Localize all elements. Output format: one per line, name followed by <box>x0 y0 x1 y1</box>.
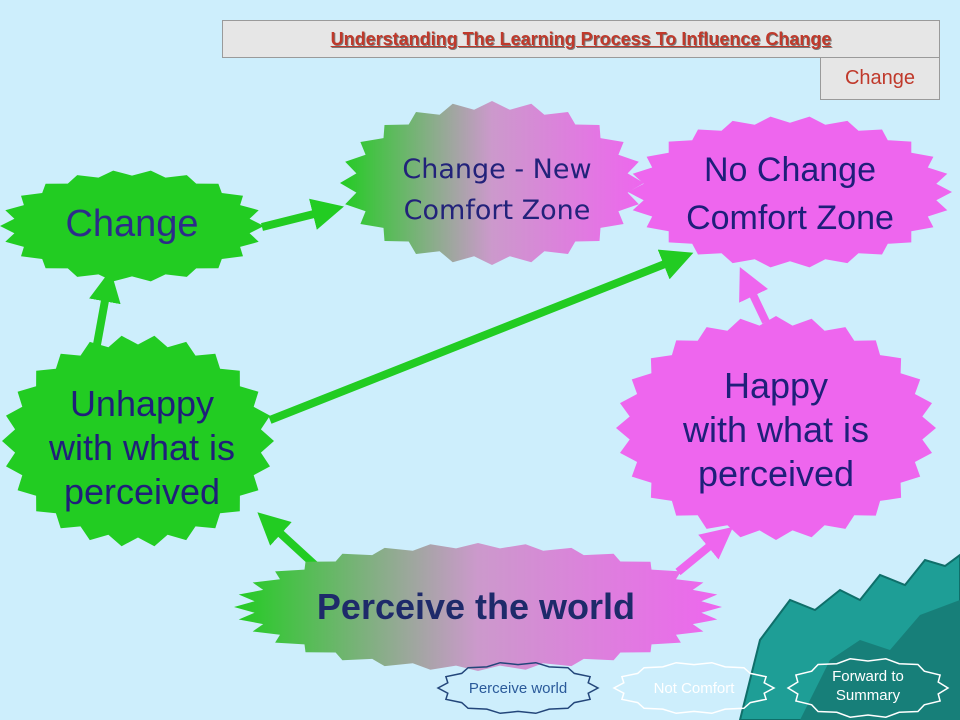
arrow-unhappy-to-change <box>89 269 121 351</box>
node-no-change-burst <box>628 116 952 268</box>
arrow-unhappy-to-nochange <box>268 249 694 424</box>
node-change-new-burst <box>340 101 644 265</box>
not-comfort-label[interactable]: Not Comfort <box>653 680 735 697</box>
arrow-change-to-new <box>261 198 344 231</box>
section-label: Change <box>820 57 940 100</box>
forward-line1[interactable]: Forward to <box>832 668 904 685</box>
forward-to-summary-label[interactable]: Forward to Summary <box>798 668 938 706</box>
node-happy-burst <box>616 316 936 540</box>
not-comfort-button[interactable] <box>612 661 776 715</box>
forward-to-summary-button[interactable] <box>786 658 950 718</box>
node-change-burst <box>0 170 264 282</box>
perceive-world-button[interactable] <box>436 661 600 715</box>
node-perceive-burst <box>234 543 722 671</box>
node-unhappy-burst <box>2 335 274 547</box>
arrow-happy-to-nochange <box>739 266 770 324</box>
page-title: Understanding The Learning Process To In… <box>222 20 940 58</box>
arrow-perceive-to-unhappy <box>257 512 319 569</box>
forward-line2[interactable]: Summary <box>835 686 901 704</box>
perceive-world-label[interactable]: Perceive world <box>468 680 568 697</box>
arrow-perceive-to-happy <box>675 526 734 576</box>
